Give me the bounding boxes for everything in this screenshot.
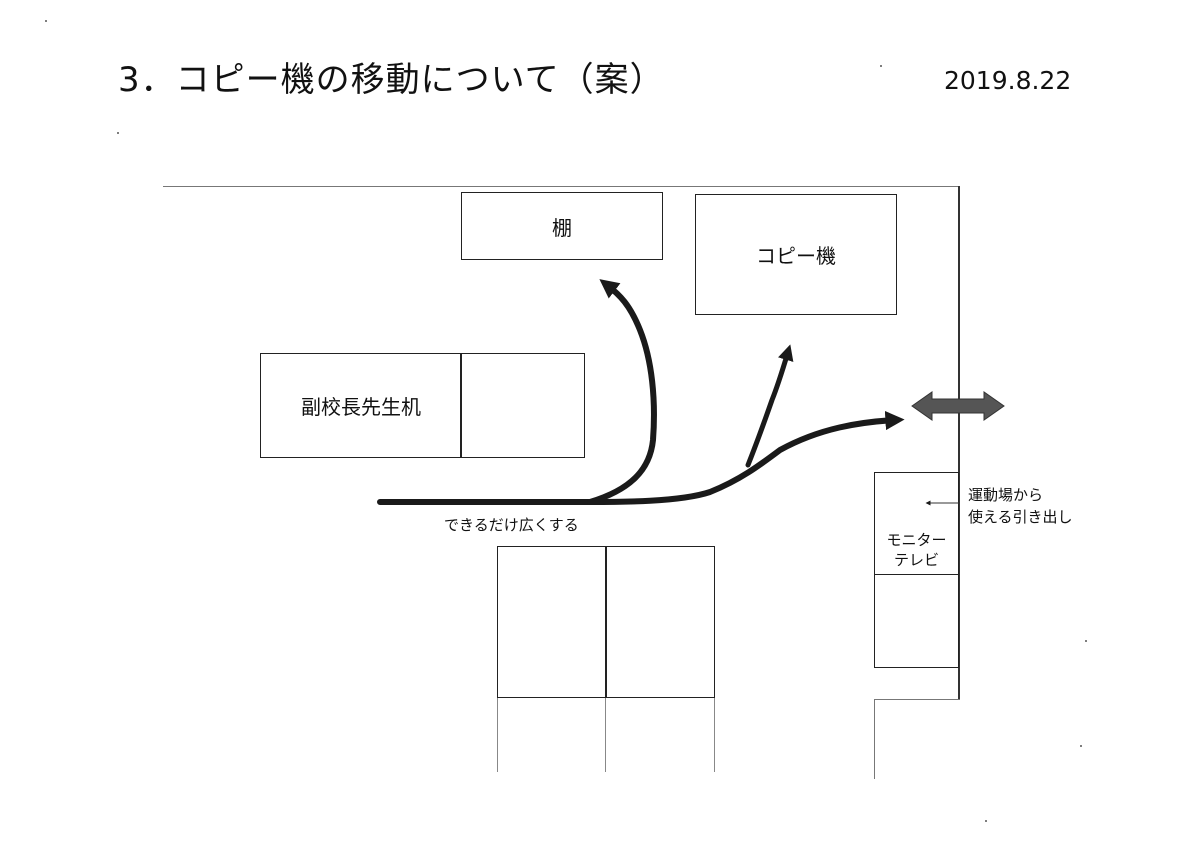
- page-title: 3．コピー機の移動について（案）: [118, 60, 665, 100]
- monitor-tv-label-line2: テレビ: [893, 551, 939, 569]
- scan-speck: [985, 820, 987, 822]
- main-path-line: [377, 410, 905, 505]
- vice-principal-desk-label: 副校長先生机: [301, 395, 421, 419]
- scan-speck: [117, 132, 119, 134]
- copier-box: コピー機: [695, 194, 897, 315]
- room-top-wall: [163, 186, 959, 187]
- lower-desk-extension-middle: [605, 698, 606, 772]
- room-lower-right-wall: [874, 699, 960, 700]
- scan-speck: [880, 65, 882, 67]
- monitor-tv-cabinet-lower: [874, 574, 959, 668]
- copier-label: コピー機: [756, 244, 836, 268]
- double-arrow-icon: [911, 391, 1005, 421]
- branch-to-shelf-arrow: [587, 279, 657, 505]
- shelf-label: 棚: [552, 215, 572, 240]
- scan-speck: [1085, 640, 1087, 642]
- drawer-note-line2: 使える引き出し: [968, 508, 1073, 526]
- branch-to-copier-arrow: [745, 344, 794, 468]
- lower-desk-right: [605, 546, 715, 698]
- vice-principal-desk-box: 副校長先生机: [260, 353, 462, 458]
- monitor-tv-label-line1: モニター: [886, 531, 947, 549]
- room-lower-right-wall-vertical: [874, 699, 875, 779]
- page-date: 2019.8.22: [944, 66, 1072, 95]
- scan-speck: [45, 20, 47, 22]
- lower-desk-extension-left: [497, 698, 498, 772]
- room-right-wall: [958, 186, 960, 700]
- scan-speck: [1080, 745, 1082, 747]
- lower-desk-left: [497, 546, 607, 698]
- desk-side-cabinet-box: [460, 353, 585, 458]
- widen-path-note: できるだけ広くする: [444, 516, 579, 534]
- drawer-note-line1: 運動場から: [968, 486, 1044, 504]
- shelf-box: 棚: [461, 192, 663, 260]
- monitor-tv-cabinet-upper: モニター テレビ: [874, 472, 959, 575]
- lower-desk-extension-right: [714, 698, 715, 772]
